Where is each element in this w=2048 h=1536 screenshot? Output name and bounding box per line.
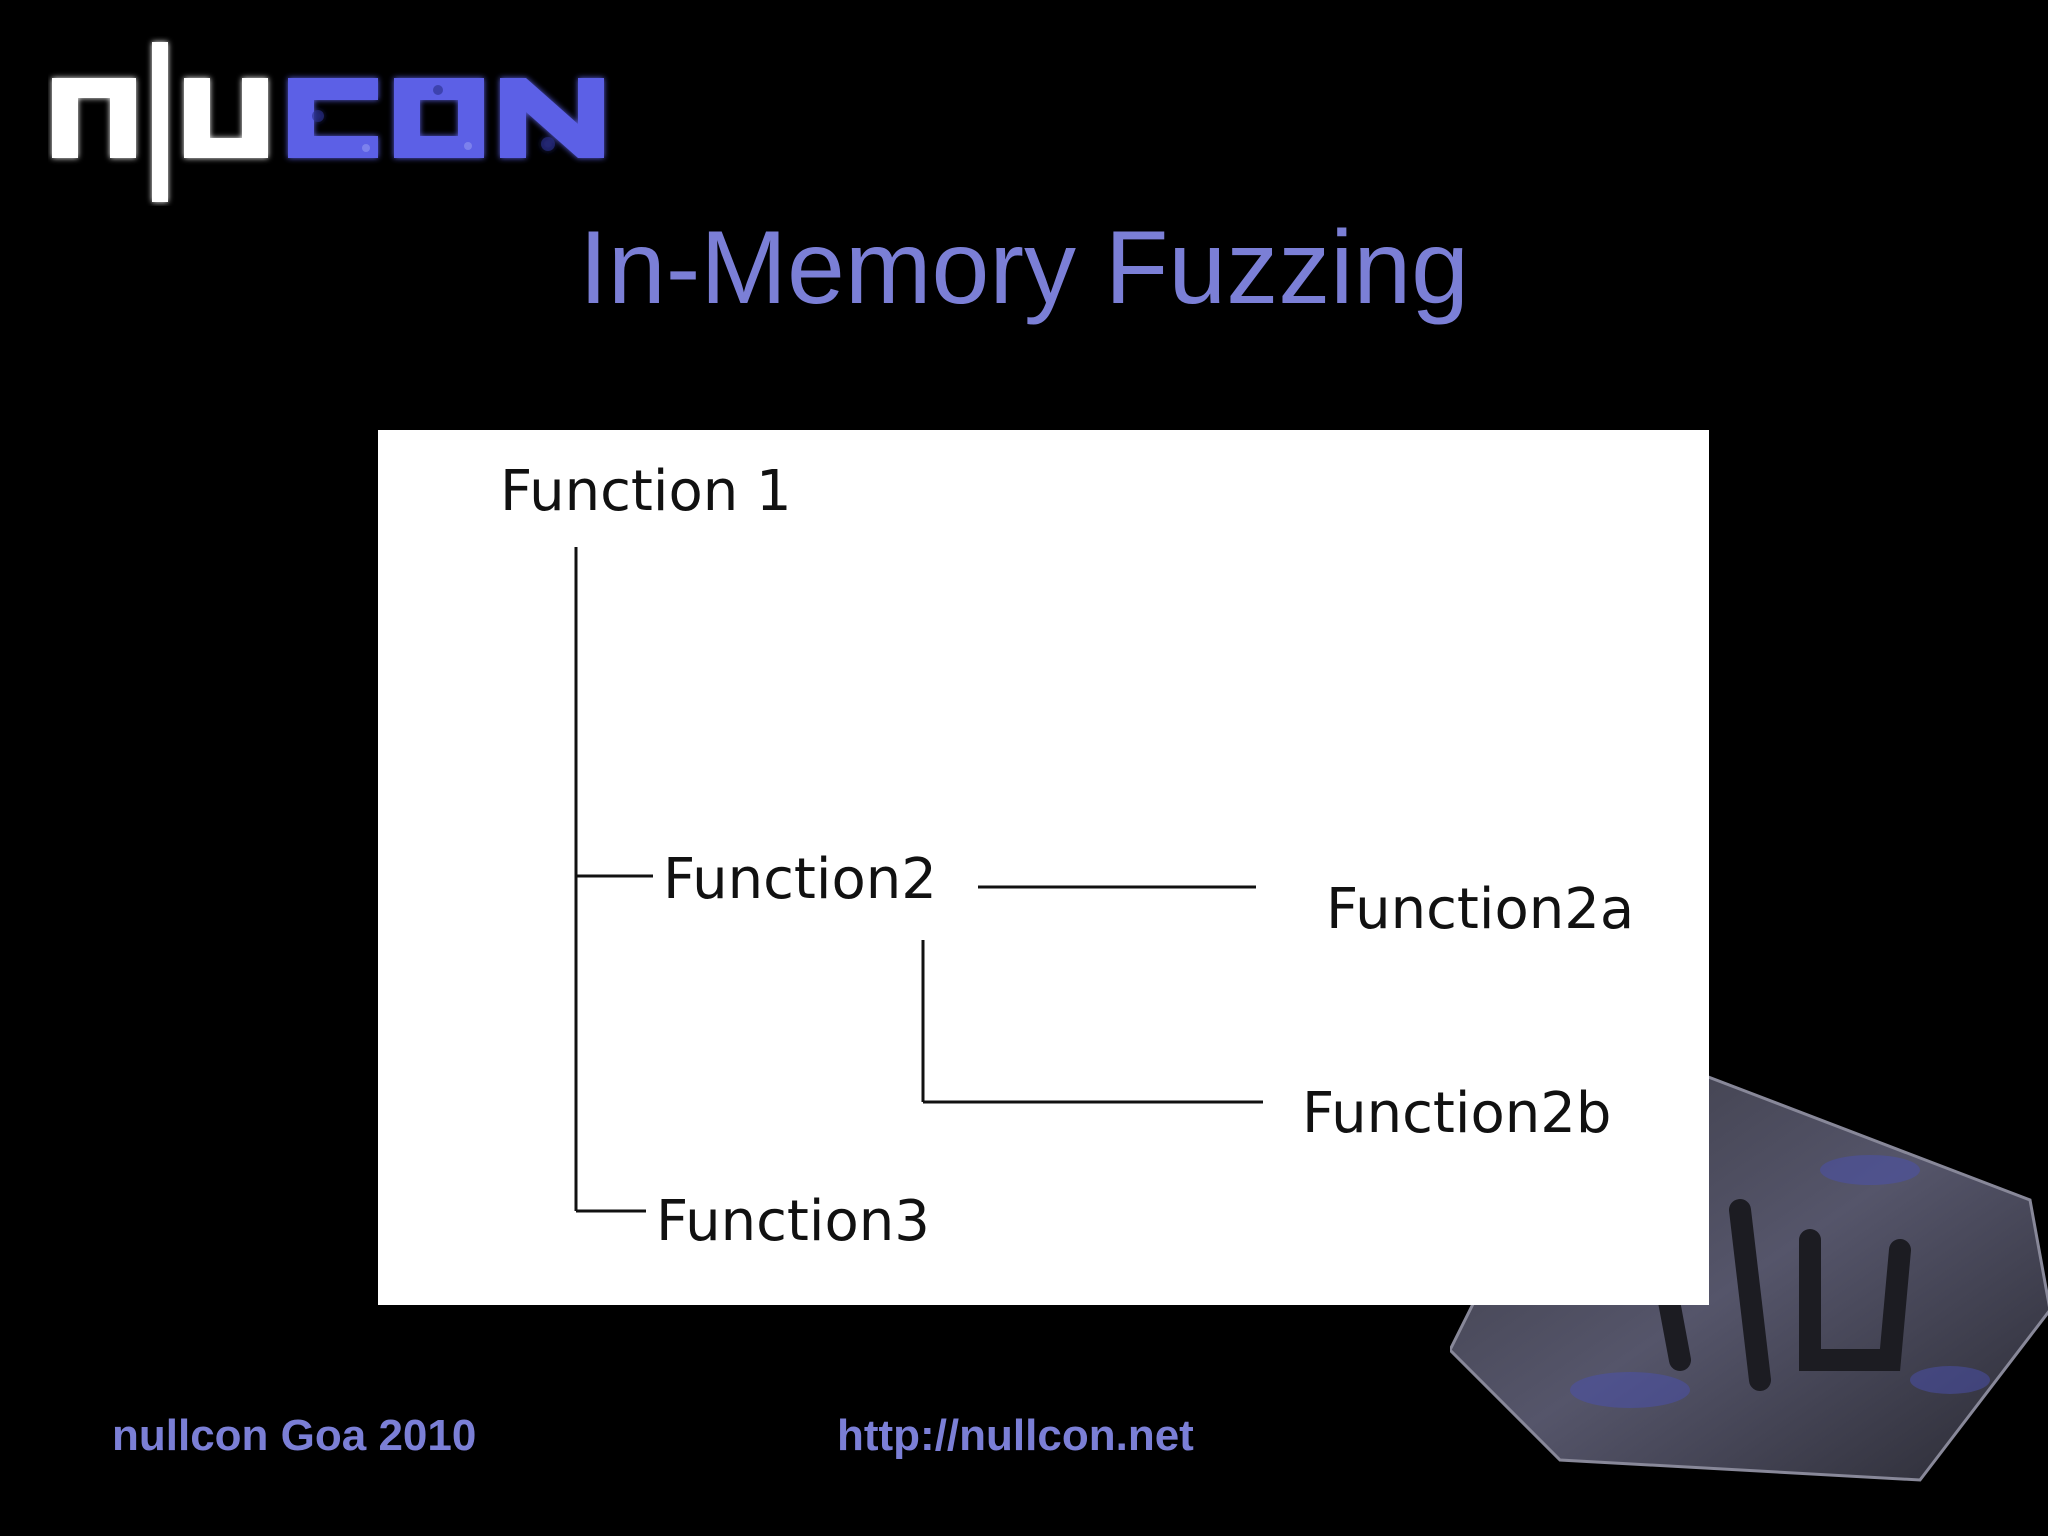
- nullcon-logo: [48, 36, 728, 206]
- node-function1: Function 1: [500, 459, 792, 524]
- footer-url[interactable]: http://nullcon.net: [837, 1411, 1194, 1460]
- slide-title: In-Memory Fuzzing: [579, 210, 1469, 326]
- footer-event: nullcon Goa 2010: [112, 1411, 477, 1460]
- call-tree-connectors: [574, 547, 1263, 1213]
- call-tree-diagram: Function 1 Function2 Function2a Function…: [378, 430, 1709, 1305]
- node-function2b: Function2b: [1302, 1081, 1612, 1146]
- node-function3: Function3: [656, 1189, 930, 1254]
- nullcon-logo-graphic: [52, 42, 604, 202]
- node-function2: Function2: [663, 847, 937, 912]
- node-function2a: Function2a: [1326, 877, 1635, 942]
